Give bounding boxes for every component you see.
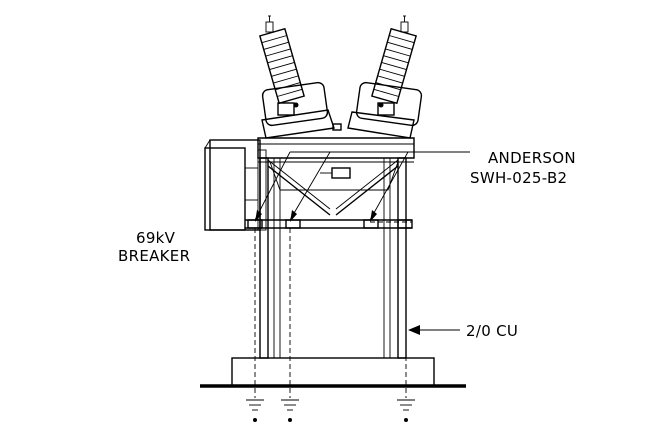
manufacturer-label: ANDERSON — [488, 149, 576, 167]
conductor-leader — [408, 325, 460, 335]
device-label: BREAKER — [118, 247, 190, 265]
ground-rod-3 — [397, 399, 415, 422]
model-label: SWH-025-B2 — [470, 169, 567, 187]
rating-label: 69kV — [136, 229, 176, 247]
anderson-leaders — [254, 151, 470, 222]
right-bushing — [347, 15, 423, 139]
support-frame — [245, 157, 413, 359]
ground-rod-2 — [281, 399, 299, 422]
left-bushing — [258, 15, 335, 139]
conductor-label: 2/0 CU — [466, 322, 518, 340]
ground-conductors — [254, 221, 413, 398]
breaker-tank — [257, 123, 415, 191]
foundation-pad — [200, 357, 466, 388]
ground-rod-1 — [246, 399, 264, 422]
